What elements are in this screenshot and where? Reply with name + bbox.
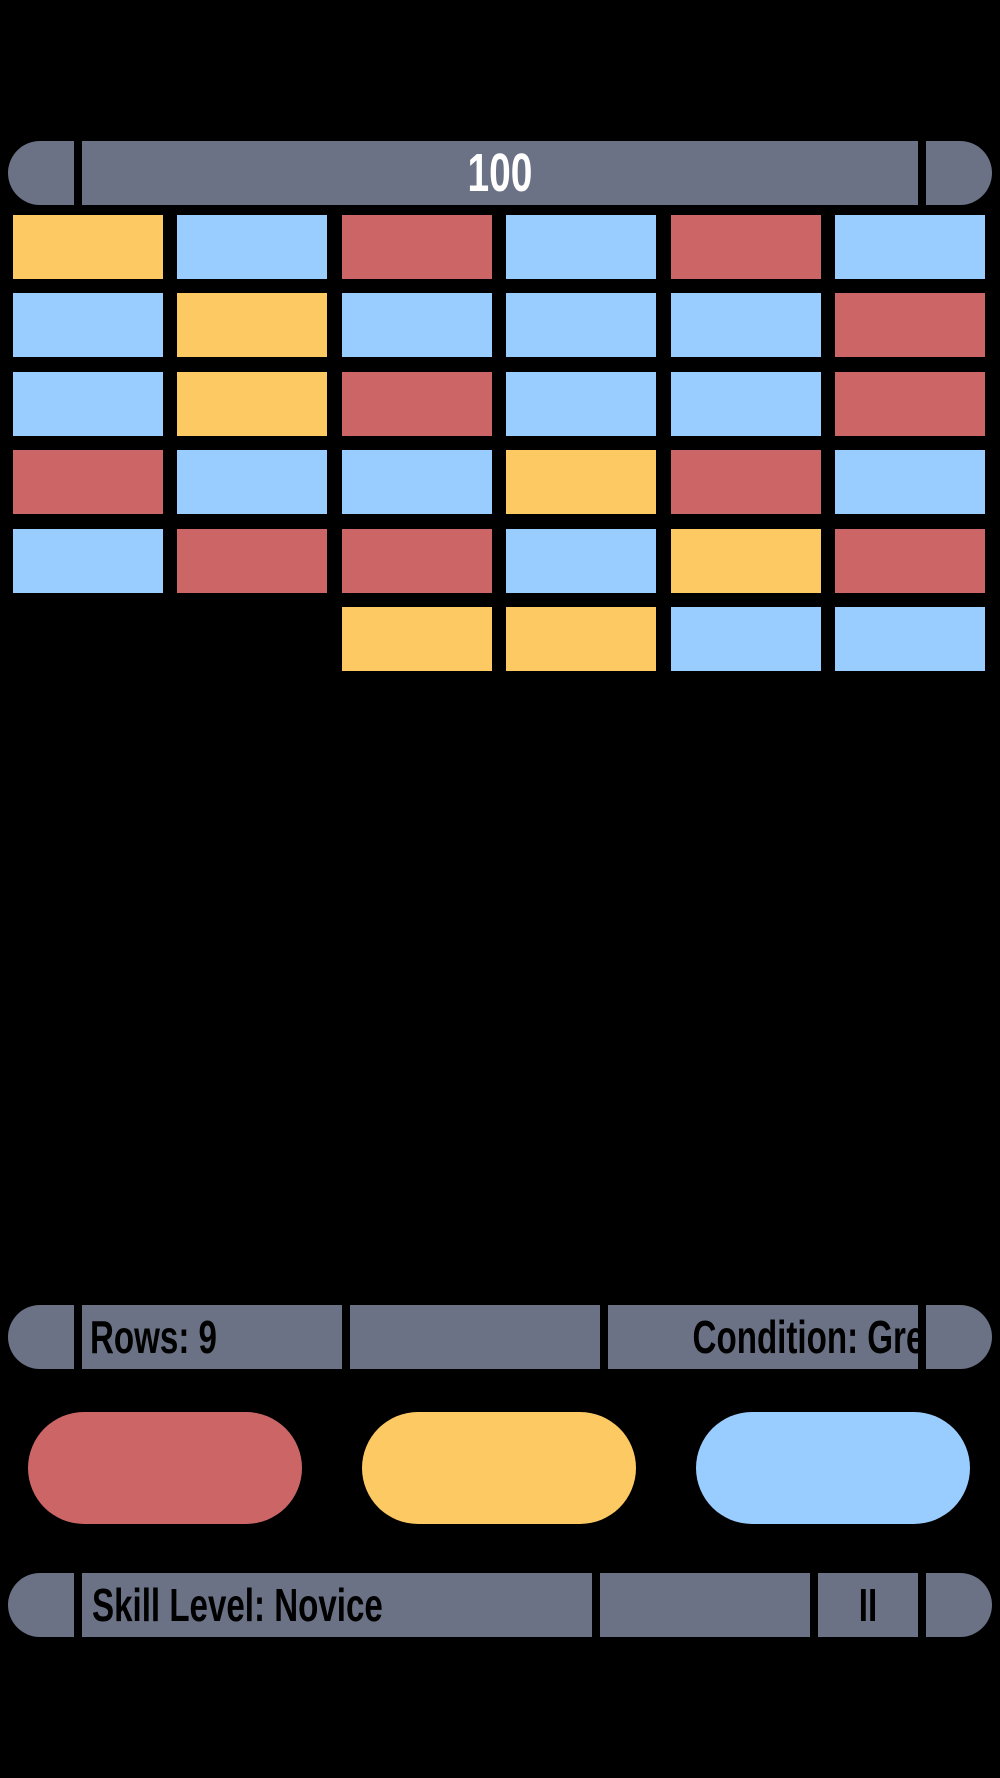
brick [835, 450, 985, 514]
brick [671, 293, 821, 357]
brick [506, 450, 656, 514]
brick [506, 529, 656, 593]
score-panel: 100 [82, 141, 918, 205]
brick [671, 215, 821, 279]
brick [177, 450, 327, 514]
brick [342, 529, 492, 593]
brick [671, 529, 821, 593]
pause-icon: II [858, 1579, 878, 1631]
pause-button[interactable]: II [818, 1573, 918, 1637]
brick [13, 450, 163, 514]
brick [342, 372, 492, 436]
brick [177, 529, 327, 593]
bottom-middle-panel [600, 1573, 810, 1637]
brick [506, 293, 656, 357]
brick [506, 215, 656, 279]
brick [342, 215, 492, 279]
brick [177, 215, 327, 279]
brick [835, 372, 985, 436]
score-value: 100 [467, 143, 533, 203]
bottom-bar: Skill Level: Novice II [8, 1573, 992, 1637]
brick [177, 293, 327, 357]
brick [342, 450, 492, 514]
bottom-bar-right-cap [926, 1573, 992, 1637]
red-button[interactable] [28, 1412, 302, 1524]
brick [13, 293, 163, 357]
brick [13, 529, 163, 593]
brick [342, 607, 492, 671]
brick [506, 372, 656, 436]
score-bar: 100 [8, 141, 992, 205]
status-bar: Rows: 9 Condition: Green [8, 1305, 992, 1369]
status-bar-left-cap [8, 1305, 74, 1369]
brick [13, 372, 163, 436]
brick [342, 293, 492, 357]
brick-grid [0, 0, 1000, 700]
score-bar-left-cap [8, 141, 74, 205]
bottom-bar-left-cap [8, 1573, 74, 1637]
condition-status: Condition: Green [692, 1311, 964, 1363]
brick [671, 372, 821, 436]
brick [671, 607, 821, 671]
blue-button[interactable] [696, 1412, 970, 1524]
yellow-button[interactable] [362, 1412, 636, 1524]
brick [13, 215, 163, 279]
brick [835, 607, 985, 671]
skill-panel[interactable]: Skill Level: Novice [82, 1573, 592, 1637]
rows-count: Rows: 9 [90, 1311, 217, 1363]
brick [671, 450, 821, 514]
condition-panel: Condition: Green [608, 1305, 964, 1369]
brick [835, 529, 985, 593]
brick [835, 293, 985, 357]
skill-level: Skill Level: Novice [92, 1579, 383, 1631]
score-bar-right-cap [926, 141, 992, 205]
brick [506, 607, 656, 671]
brick [835, 215, 985, 279]
status-middle-panel [350, 1305, 600, 1369]
rows-panel: Rows: 9 [82, 1305, 342, 1369]
brick [177, 372, 327, 436]
status-bar-right-cap [926, 1305, 992, 1369]
